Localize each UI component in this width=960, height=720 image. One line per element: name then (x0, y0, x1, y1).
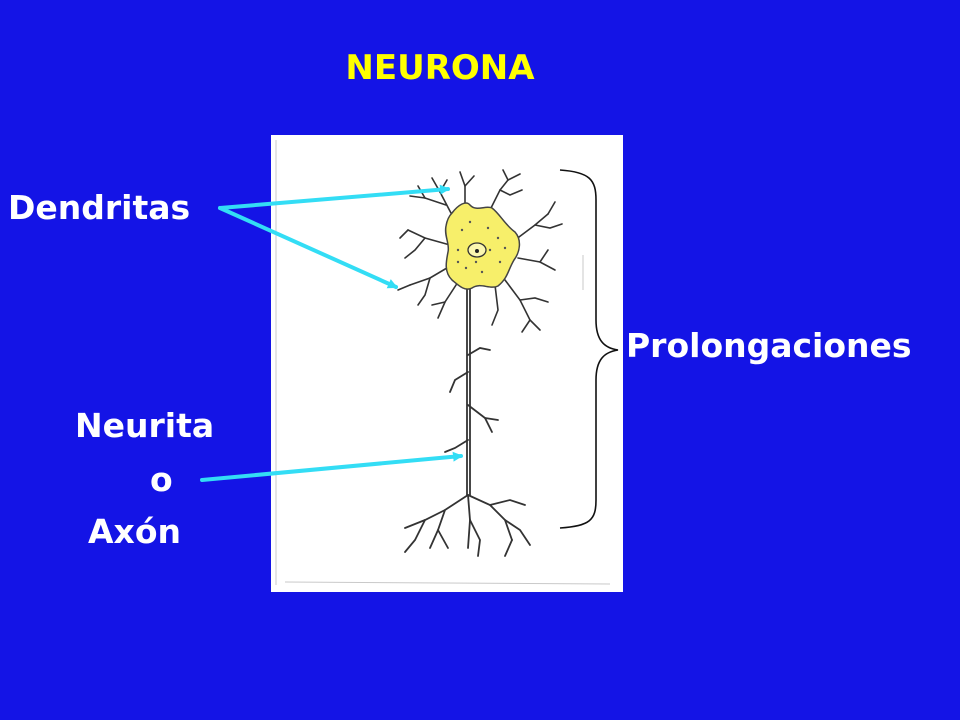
prolongaciones-label: Prolongaciones (626, 326, 912, 365)
cytoplasm-granules (456, 220, 507, 274)
dendritas-arrow-lower (218, 206, 398, 289)
neuron-illustration-panel (271, 135, 623, 592)
neurita-label: Neurita (75, 406, 215, 445)
panel-sketch-marks (275, 140, 611, 585)
axon-label: Axón (88, 512, 181, 551)
axon-arrow (200, 451, 463, 482)
nucleolus (475, 249, 479, 253)
axon (404, 287, 531, 557)
prolongaciones-brace (559, 169, 619, 529)
dendritas-arrow-upper (218, 184, 450, 210)
page-title: NEURONA (345, 48, 535, 88)
or-label: o (150, 460, 173, 499)
dendritas-label: Dendritas (8, 188, 191, 227)
